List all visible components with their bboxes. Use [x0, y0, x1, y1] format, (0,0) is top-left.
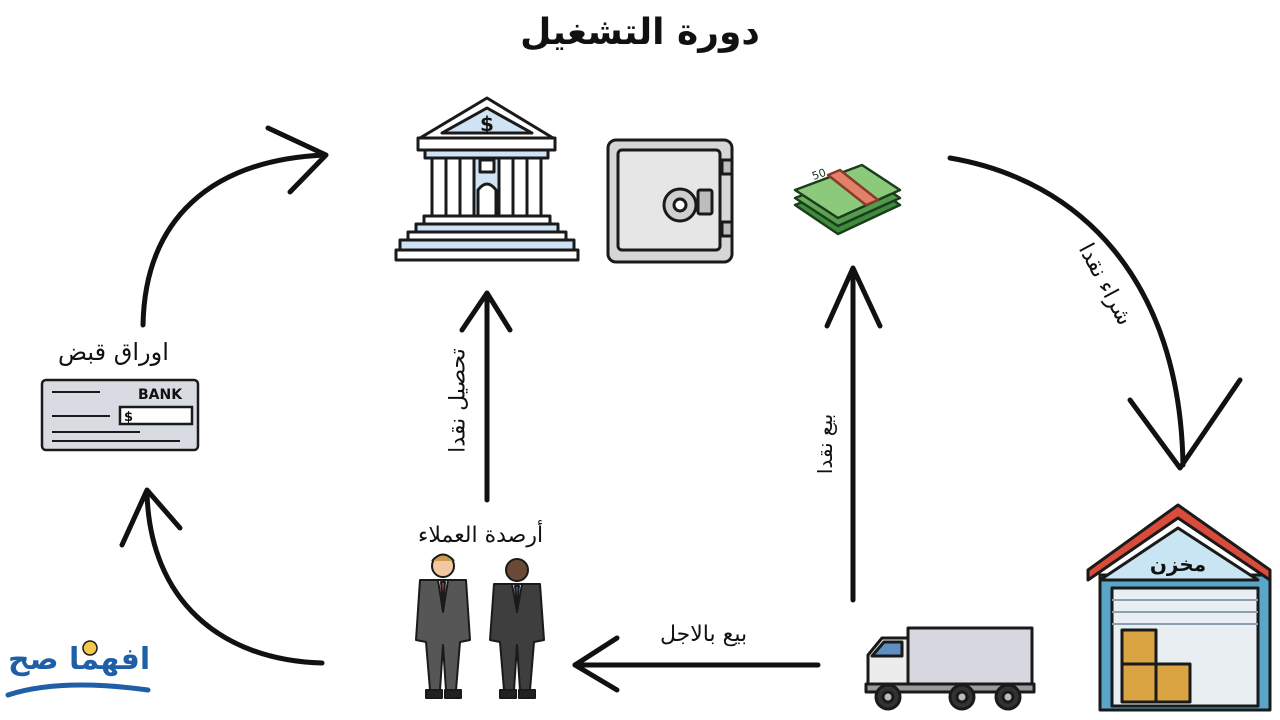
safe-icon [606, 138, 734, 264]
label-cash-collection: تحصيل نقدا [445, 348, 471, 453]
label-customer-balances: أرصدة العملاء [418, 523, 544, 548]
arrow-cash-collection [459, 290, 513, 503]
bank-icon [394, 96, 580, 262]
logo-icon [5, 640, 151, 698]
label-cash-sale: بيع نقدا [813, 413, 837, 475]
money-stack-icon [793, 163, 902, 236]
logo-text: افهما صح [8, 642, 151, 677]
warehouse-sign: مخزن [1149, 552, 1207, 576]
arrow-credit-sale [572, 635, 821, 693]
label-credit-sale: بيع بالاجل [660, 622, 748, 647]
check-dollar-text: $ [124, 410, 133, 425]
diagram-title: دورة التشغيل [520, 12, 760, 53]
customers-icon [415, 553, 545, 699]
arrow-cash-sale [824, 265, 883, 603]
truck-icon [864, 626, 1036, 711]
arrow-cash-purchase [947, 155, 1243, 471]
label-notes-receivable: اوراق قبض [58, 338, 169, 366]
bank-dollar-sign: $ [480, 112, 494, 136]
bank-check-icon [40, 378, 200, 452]
arrow-bottom-left-to-check [119, 487, 325, 666]
arrow-check-to-bank [140, 125, 329, 328]
check-bank-text: BANK [138, 387, 183, 403]
warehouse-icon [1086, 503, 1272, 712]
